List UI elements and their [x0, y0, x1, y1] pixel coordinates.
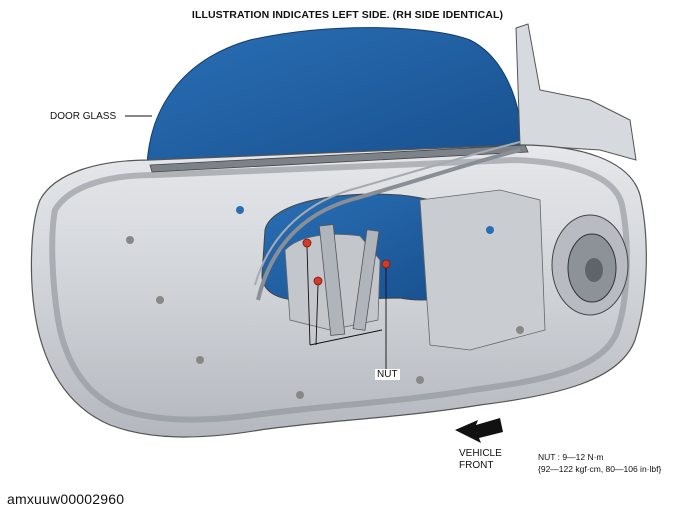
- torque-line-1: NUT : 9—12 N·m: [538, 452, 604, 462]
- door-glass: [146, 27, 526, 171]
- nut-marker: [381, 259, 391, 269]
- nut-leader-lines: [306, 246, 387, 370]
- panel-hole: [236, 206, 244, 214]
- door-glass-label: DOOR GLASS: [50, 111, 117, 122]
- mirror-mount: [515, 23, 637, 161]
- speaker-center: [585, 258, 603, 282]
- vehicle-label-line: VEHICLE: [459, 448, 502, 459]
- nut-marker: [302, 238, 312, 248]
- regulator-cable-2: [254, 141, 521, 286]
- regulator-rail: [318, 224, 346, 336]
- belt-line: [149, 144, 529, 173]
- illustration-title: ILLUSTRATION INDICATES LEFT SIDE. (RH SI…: [191, 9, 504, 21]
- panel-hole: [516, 326, 524, 334]
- vehicle-front-arrow: [455, 418, 503, 443]
- vehicle-front-label: VEHICLE FRONT: [459, 448, 502, 472]
- nut-marker: [313, 276, 323, 286]
- front-label-line: FRONT: [459, 460, 494, 471]
- nut-label: NUT: [375, 369, 400, 380]
- panel-hole: [126, 236, 134, 244]
- panel-hole: [486, 226, 494, 234]
- inner-panel-right: [419, 189, 546, 351]
- door-rim: [49, 156, 630, 423]
- regulator-cable: [256, 148, 521, 301]
- panel-hole: [196, 356, 204, 364]
- torque-spec: NUT : 9—12 N·m {92—122 kgf·cm, 80—106 in…: [538, 451, 661, 475]
- torque-line-2: {92—122 kgf·cm, 80—106 in·lbf}: [538, 464, 662, 474]
- regulator-rail-2: [352, 229, 380, 331]
- figure-code: amxuuw00002960: [7, 491, 125, 507]
- panel-hole: [156, 296, 164, 304]
- panel-hole: [296, 391, 304, 399]
- panel-hole: [416, 376, 424, 384]
